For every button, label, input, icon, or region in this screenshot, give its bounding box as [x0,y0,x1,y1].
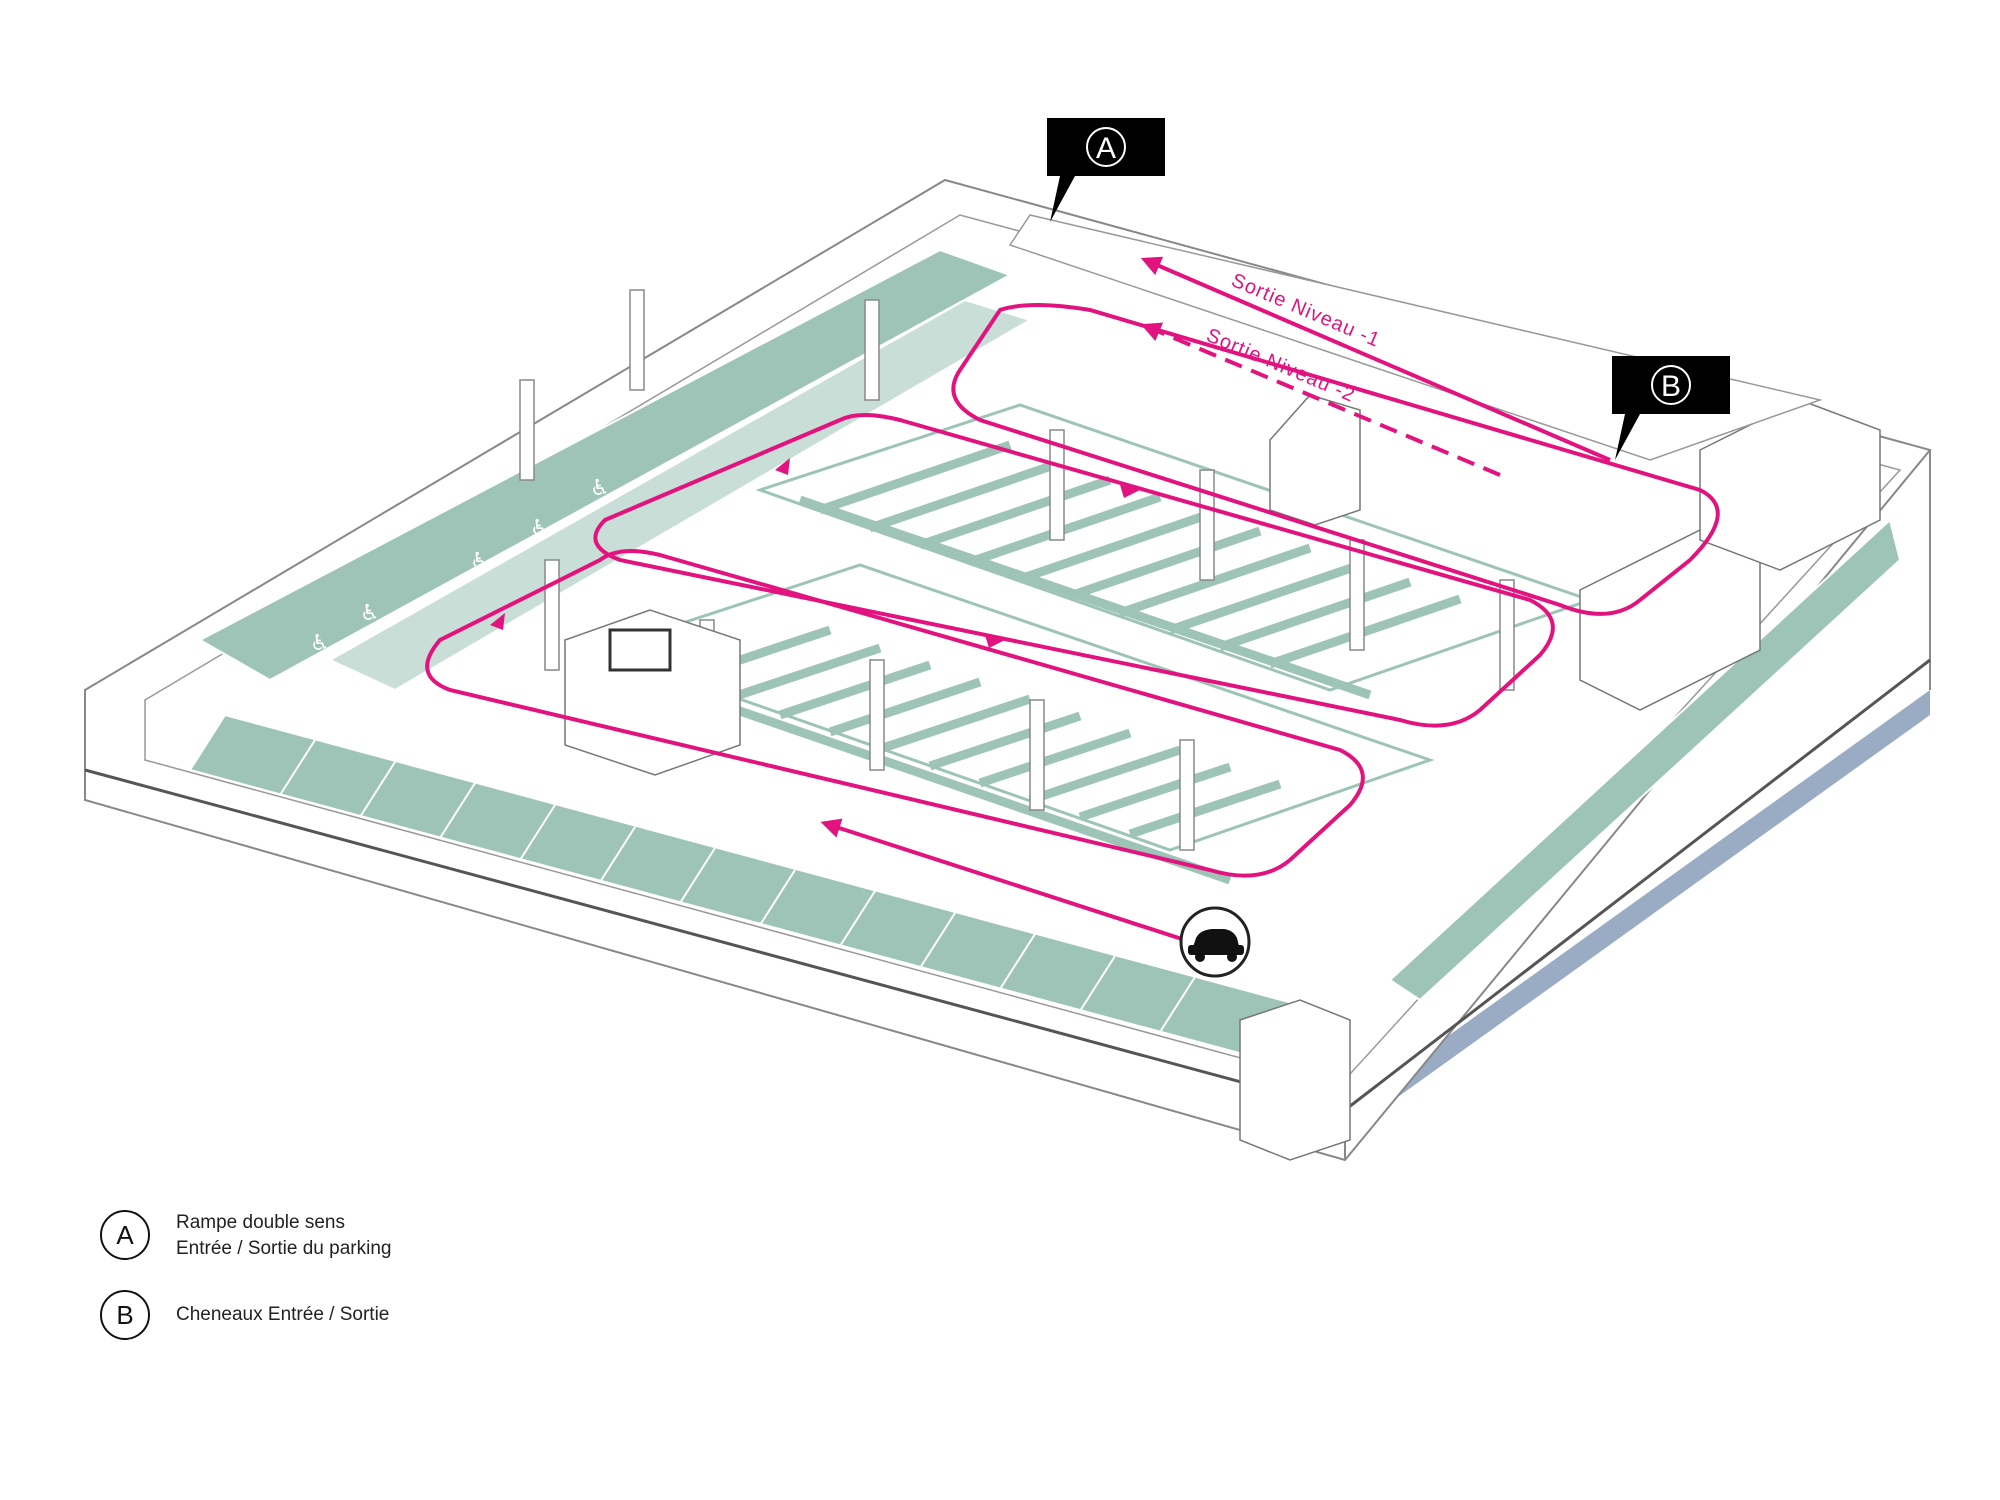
traffic-routes [425,256,1720,942]
callout-b-letter: B [1661,370,1681,403]
route-exit-level-2 [1140,322,1501,477]
route-direction-arrows [490,458,1140,648]
legend-badge-a: A [100,1210,150,1260]
perimeter-parking [188,248,1902,1062]
core-left [564,609,741,776]
legend-item-b: B Cheneaux Entrée / Sortie [100,1290,700,1350]
core-right-rooms [1579,399,1881,711]
legend-text-b: Cheneaux Entrée / Sortie [176,1302,389,1328]
svg-text:♿: ♿ [590,476,610,501]
columns [519,289,1515,851]
svg-text:♿: ♿ [470,549,490,574]
legend: A Rampe double sens Entrée / Sortie du p… [100,1210,700,1350]
central-island-top [755,403,1595,700]
route-loop-inner [425,549,1365,878]
left-stall-row [197,248,1013,682]
right-stall-row [1388,518,1902,1002]
front-stall-dividers [279,739,1196,1033]
callout-a: A [1047,118,1165,222]
wheelchair-icon: ♿ ♿ ♿ ♿ ♿ [310,476,610,656]
ev-charging-icon [1391,496,1539,959]
route-return-front [820,818,1186,942]
callout-a-letter: A [1096,132,1116,165]
lower-level-band-right [1345,690,1930,1135]
legend-text-a: Rampe double sens Entrée / Sortie du par… [176,1210,391,1262]
legend-item-a: A Rampe double sens Entrée / Sortie du p… [100,1210,700,1270]
route-loop-middle [593,413,1555,728]
svg-text:♿: ♿ [360,601,380,626]
central-island-bottom [595,563,1435,885]
svg-text:♿: ♿ [310,631,330,656]
legend-a-line-2: Entrée / Sortie du parking [176,1238,392,1259]
inner-ring-band [327,298,1033,692]
route-loop-outer-top [951,303,1720,616]
legend-badge-b: B [100,1290,150,1340]
legend-b-line-1: Cheneaux Entrée / Sortie [176,1304,390,1325]
svg-text:♿: ♿ [530,516,550,541]
callout-b: B [1612,356,1730,460]
legend-a-line-1: Rampe double sens [176,1212,345,1233]
route-exit-level-1 [1140,256,1611,462]
core-bottom-stair [1239,999,1351,1161]
car-icon [1179,906,1251,978]
